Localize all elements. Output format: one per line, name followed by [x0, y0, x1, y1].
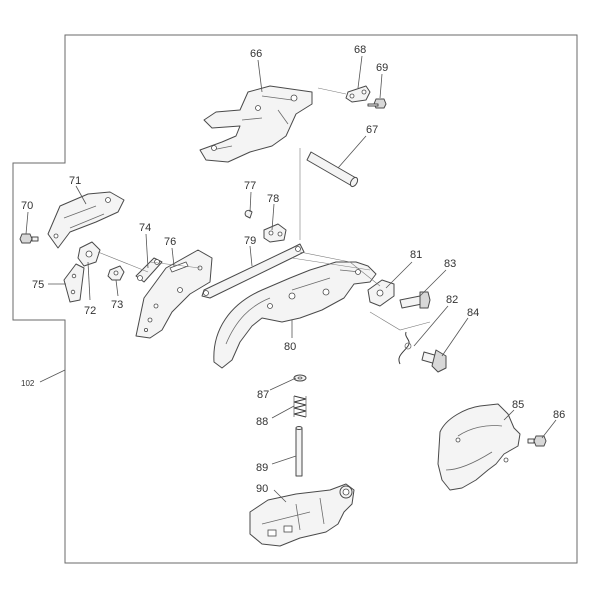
part-71-bracket: [47, 191, 125, 249]
part-85-cover: [437, 403, 521, 491]
callout-87: 87: [257, 389, 269, 401]
leader-lines: [25, 55, 557, 503]
part-69-screw: [367, 98, 387, 109]
part-67-pin: [306, 151, 359, 188]
callout-86: 86: [553, 409, 565, 421]
part-77-clip: [244, 209, 253, 219]
part-87-washer: [293, 374, 307, 382]
part-89-shaft: [295, 426, 303, 477]
part-68-link: [345, 85, 371, 103]
callout-labels: 66 67 68 69 70 71 72 73 74 75 76 77 78 7…: [21, 44, 565, 495]
callout-71: 71: [69, 175, 81, 187]
callout-90: 90: [256, 483, 268, 495]
part-66-upper-bracket: [199, 85, 313, 163]
assembly-guides: [97, 87, 431, 331]
callout-72: 72: [84, 305, 96, 317]
callout-70: 70: [21, 200, 33, 212]
part-80-main-lever: [213, 261, 377, 369]
callout-66: 66: [250, 48, 262, 60]
callout-82: 82: [446, 294, 458, 306]
callout-84: 84: [467, 307, 479, 319]
callout-67: 67: [366, 124, 378, 136]
diagram-frame: [12, 34, 578, 564]
part-73-nut: [107, 265, 125, 281]
part-75-plate: [63, 263, 85, 303]
part-79-rod: [201, 243, 305, 299]
callout-69: 69: [376, 62, 388, 74]
part-84-bolt: [421, 349, 447, 373]
part-72-cam: [77, 241, 101, 267]
part-78-small-bracket: [263, 223, 287, 243]
callout-102: 102: [21, 379, 35, 388]
callout-73: 73: [111, 299, 123, 311]
callout-68: 68: [354, 44, 366, 56]
callout-79: 79: [244, 235, 256, 247]
part-83-bolt: [399, 291, 431, 309]
part-86-screw: [527, 435, 547, 447]
callout-74: 74: [139, 222, 151, 234]
callout-83: 83: [444, 258, 456, 270]
callout-88: 88: [256, 416, 268, 428]
part-76-side-plate: [135, 249, 213, 339]
part-82-spring: [398, 331, 412, 365]
part-70-screw: [19, 233, 39, 244]
part-90-base-bracket: [249, 483, 355, 547]
callout-77: 77: [244, 180, 256, 192]
callout-78: 78: [267, 193, 279, 205]
callout-85: 85: [512, 399, 524, 411]
callout-80: 80: [284, 341, 296, 353]
part-88-spring: [293, 395, 307, 418]
callout-76: 76: [164, 236, 176, 248]
callout-75: 75: [32, 279, 44, 291]
callout-81: 81: [410, 249, 422, 261]
callout-89: 89: [256, 462, 268, 474]
